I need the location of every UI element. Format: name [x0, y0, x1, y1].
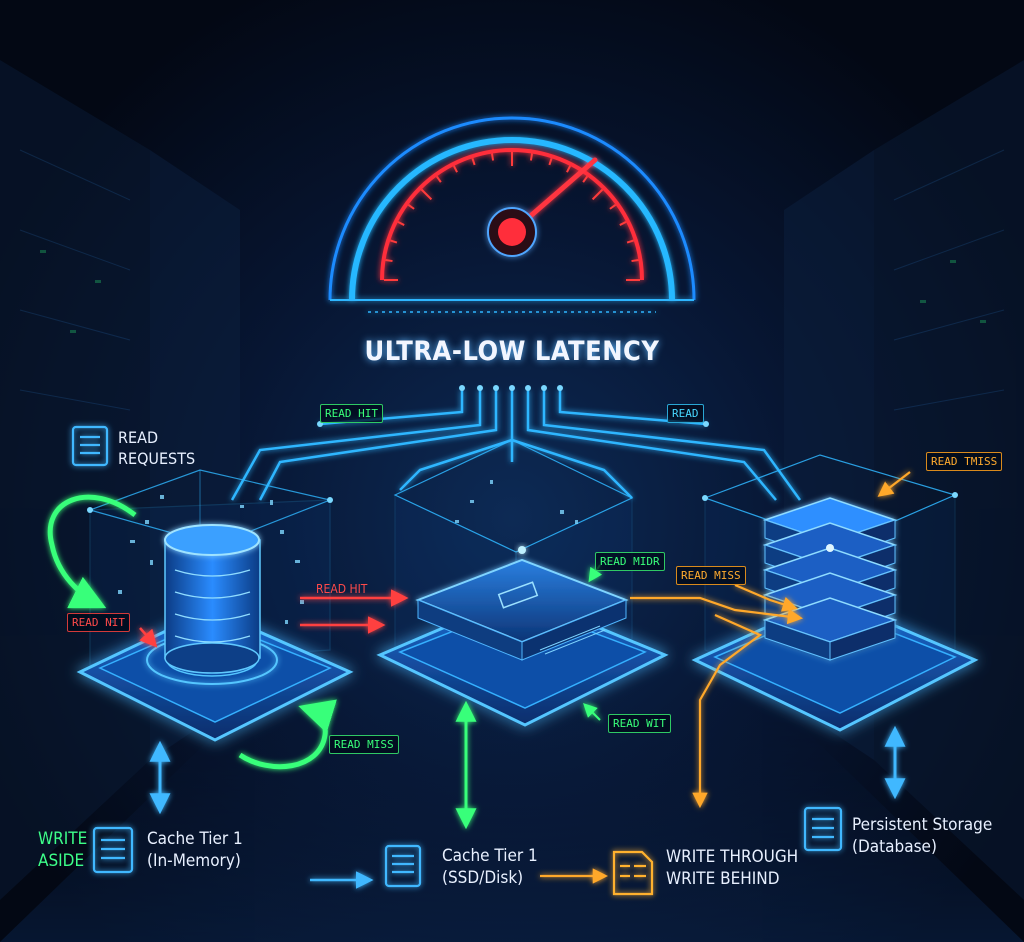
- tag-read-miss-mid: READ MISS: [676, 566, 746, 585]
- tier-database-node: [691, 454, 979, 732]
- tag-read-tmiss: READ TMISS: [926, 452, 1003, 471]
- document-icon-ssd: [384, 844, 422, 888]
- gauge-tick: [471, 157, 476, 166]
- tier-ssd-node: [376, 439, 669, 727]
- read-requests-line2: REQUESTS: [118, 449, 196, 468]
- gauge-tick: [619, 220, 627, 226]
- tier1-ssd-caption: Cache Tier 1 (SSD/Disk): [442, 845, 538, 889]
- document-icon-persistent: [803, 806, 843, 852]
- connection-bus: [230, 390, 802, 501]
- write-through-line2: WRITE BEHIND: [666, 869, 780, 889]
- persistent-storage-caption: Persistent Storage (Database): [852, 814, 992, 858]
- red-flow-arrows: [139, 589, 409, 648]
- tier1-memory-line1: Cache Tier 1: [147, 829, 243, 849]
- server-racks-background: [0, 60, 1024, 942]
- flow-read-hit: READ HIT: [316, 582, 368, 596]
- gauge-tick: [420, 188, 433, 201]
- gauge-tick: [385, 258, 393, 263]
- gauge-tick: [490, 153, 495, 161]
- gauge-tick: [631, 258, 639, 263]
- tier1-memory-line2: (In-Memory): [147, 851, 241, 871]
- write-through-line1: WRITE THROUGH: [666, 847, 799, 867]
- diagram-title: ULTRA-LOW LATENCY: [364, 336, 660, 367]
- green-flow-arrows: [47, 494, 337, 770]
- gauge-tick: [389, 239, 398, 244]
- gauge-tick: [582, 175, 589, 183]
- tag-read-midr: READ MIDR: [595, 552, 665, 571]
- gauge-tick: [566, 165, 572, 173]
- tag-read-hit-top: READ HIT: [320, 404, 383, 423]
- document-icon-read-requests: [71, 425, 109, 467]
- gauge-tick: [626, 239, 635, 244]
- tier1-ssd-line2: (SSD/Disk): [442, 868, 524, 888]
- orange-flow-arrows: [540, 471, 911, 884]
- tag-read-wit: READ WIT: [608, 714, 671, 733]
- tag-read-nit: READ NIT: [67, 613, 130, 632]
- gauge-tick: [529, 153, 534, 161]
- write-aside-line1: WRITE: [38, 829, 88, 849]
- write-through-caption: WRITE THROUGH WRITE BEHIND: [666, 846, 798, 890]
- speedometer-gauge: [328, 116, 696, 313]
- document-icon-write-aside: [92, 826, 134, 874]
- gauge-tick: [435, 175, 442, 183]
- document-icon-write-through: [612, 850, 654, 896]
- tier1-memory-caption: Cache Tier 1 (In-Memory): [147, 828, 243, 872]
- read-requests-label: READ REQUESTS: [118, 427, 195, 469]
- gauge-tick: [609, 203, 617, 210]
- gauge-tick: [452, 165, 458, 173]
- bus-nodes: [317, 385, 709, 427]
- persistent-storage-line2: (Database): [852, 837, 937, 857]
- gauge-tick: [407, 203, 415, 210]
- gauge-tick: [591, 188, 604, 201]
- write-aside-label: WRITE ASIDE: [38, 828, 87, 872]
- tag-read-top: READ: [667, 404, 704, 423]
- gauge-tick: [548, 157, 553, 166]
- gauge-tick: [397, 220, 405, 226]
- tier1-ssd-line1: Cache Tier 1: [442, 846, 538, 866]
- persistent-storage-line1: Persistent Storage: [852, 815, 993, 835]
- write-aside-line2: ASIDE: [38, 851, 85, 871]
- tag-read-miss-bottom: READ MISS: [329, 735, 399, 754]
- read-requests-line1: READ: [118, 428, 159, 447]
